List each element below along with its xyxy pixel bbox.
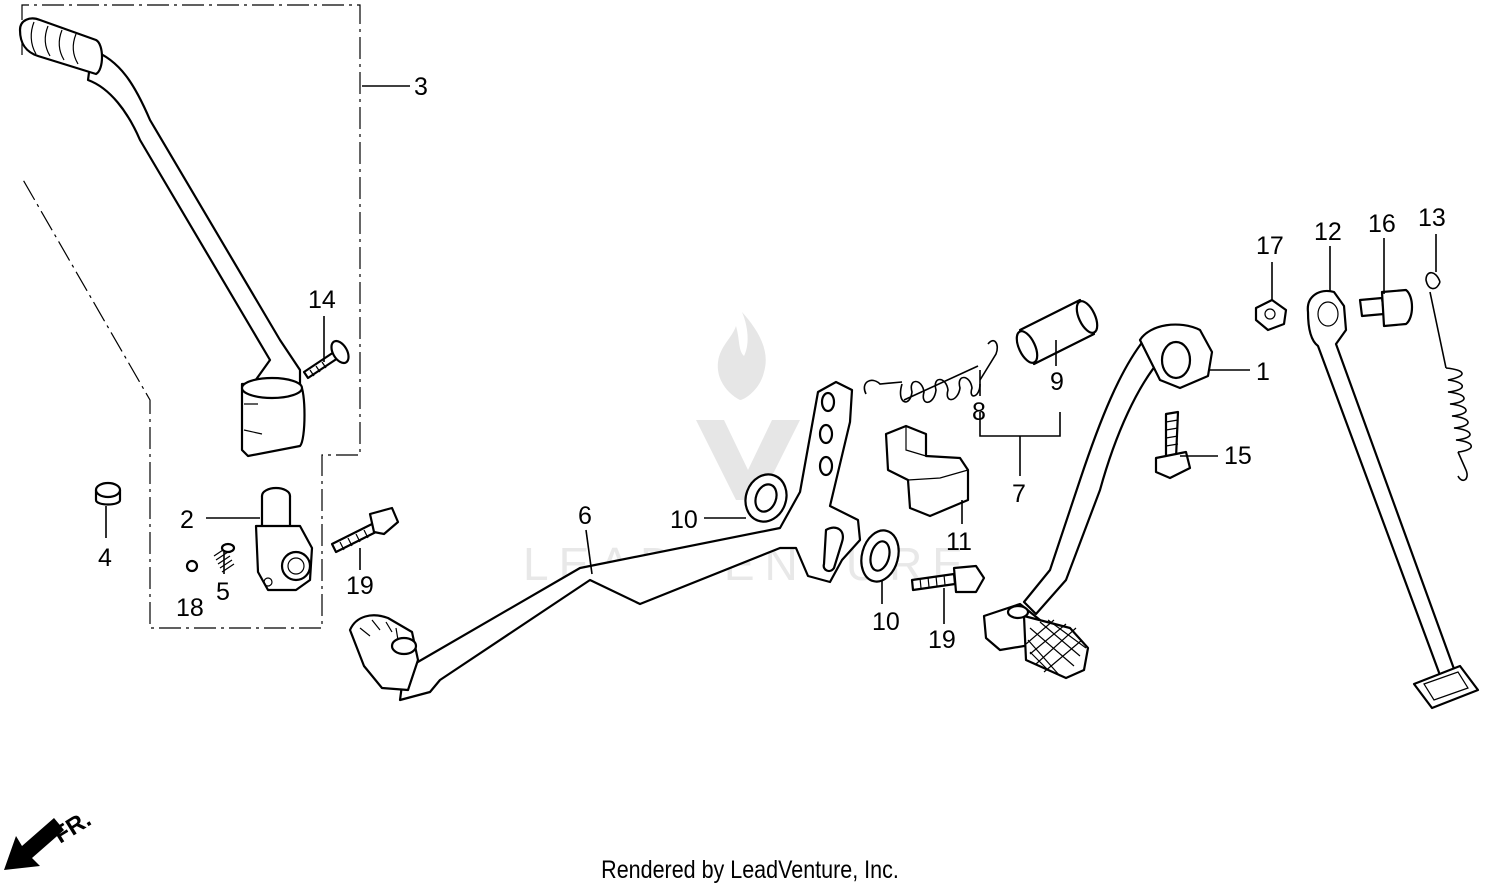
footer-credit: Rendered by LeadVenture, Inc. <box>601 856 899 884</box>
leader-lines <box>105 85 1437 624</box>
callout-17: 17 <box>1256 232 1284 260</box>
callout-15: 15 <box>1224 442 1252 470</box>
callout-6: 6 <box>578 502 592 530</box>
callout-10-upper: 10 <box>670 506 698 534</box>
collar-part-9 <box>1015 298 1099 366</box>
steel-ball-part-18 <box>185 559 199 573</box>
nut-part-17 <box>1254 298 1288 332</box>
kick-starter-arm <box>18 17 306 458</box>
bolt-part-15 <box>1154 410 1192 480</box>
side-stand-part-12 <box>1306 289 1480 710</box>
callout-5: 5 <box>216 578 230 606</box>
callout-9: 9 <box>1050 368 1064 396</box>
pivot-bolt-part-16 <box>1358 288 1414 328</box>
callout-2: 2 <box>180 506 194 534</box>
callout-8: 8 <box>972 398 986 426</box>
callout-13: 13 <box>1418 204 1446 232</box>
washer-part-10-upper <box>744 473 788 523</box>
screw-part-14 <box>302 339 350 380</box>
callout-10-lower: 10 <box>872 608 900 636</box>
callout-19-left: 19 <box>346 572 374 600</box>
kick-starter-boss-part-2 <box>254 486 314 592</box>
callouts: 1 2 3 4 5 6 7 8 9 10 10 11 12 13 14 15 1… <box>98 73 1446 654</box>
callout-18: 18 <box>176 594 204 622</box>
spring-part-5 <box>213 542 236 573</box>
gearshift-pedal-part-1 <box>982 323 1214 680</box>
bolt-part-19-center <box>910 564 986 594</box>
brake-pedal-part-6 <box>348 380 862 702</box>
callout-16: 16 <box>1368 210 1396 238</box>
watermark-v-icon <box>696 420 800 500</box>
cap-part-4 <box>94 481 122 506</box>
watermark-flame-icon <box>717 312 766 400</box>
callout-19-center: 19 <box>928 626 956 654</box>
callout-11: 11 <box>946 528 972 556</box>
callout-3: 3 <box>414 73 428 101</box>
front-direction-label: FR. <box>49 806 96 849</box>
washer-part-10-lower <box>860 529 900 583</box>
front-arrow-icon <box>4 818 64 870</box>
callout-4: 4 <box>98 544 112 572</box>
callout-14: 14 <box>308 286 336 314</box>
bolt-part-19-left <box>330 506 400 554</box>
side-stand-spring-part-13 <box>1425 271 1473 482</box>
callout-7: 7 <box>1012 480 1026 508</box>
rubber-block-part-11 <box>884 424 970 518</box>
front-direction-marker: FR. <box>4 806 96 870</box>
callout-1: 1 <box>1256 358 1270 386</box>
kick-starter-group-boundary <box>21 4 361 629</box>
callout-12: 12 <box>1314 218 1342 246</box>
return-spring-part-8 <box>863 339 999 404</box>
